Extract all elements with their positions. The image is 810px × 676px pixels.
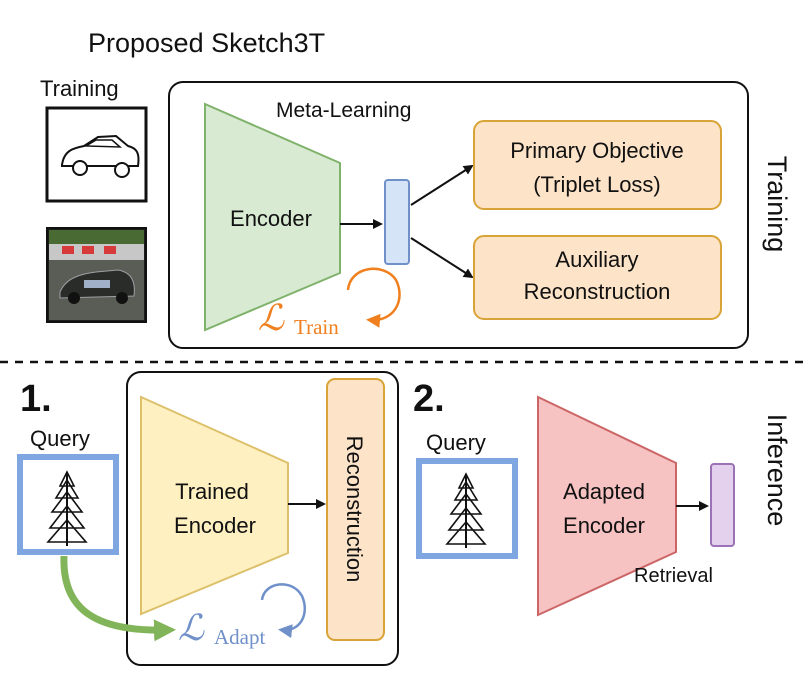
loss-train-loop-arrow — [346, 267, 401, 328]
auxiliary-reconstruction-box — [473, 235, 722, 320]
retrieval-label: Retrieval — [634, 565, 713, 587]
meta-learning-box — [168, 81, 749, 349]
photo-car-image — [46, 227, 147, 323]
query-1-tree-image — [17, 454, 119, 555]
encoder-label: Encoder — [230, 206, 312, 231]
reconstruction-label: Reconstruction — [342, 436, 367, 583]
diagram-title: Proposed Sketch3T — [88, 28, 325, 58]
loss-adapt-subscript: Adapt — [214, 625, 265, 649]
training-section-label: Training — [762, 156, 792, 253]
primary-objective-box — [473, 120, 722, 210]
adapted-encoder-line2: Encoder — [563, 513, 645, 538]
adaptation-box — [126, 371, 399, 666]
arrow-to-auxiliary — [410, 237, 474, 279]
trained-encoder-block — [140, 395, 289, 616]
meta-learning-title: Meta-Learning — [276, 99, 411, 122]
loss-adapt-loop-arrow — [260, 583, 307, 639]
trained-encoder-line2: Encoder — [174, 513, 256, 538]
query-1-label: Query — [30, 426, 90, 451]
sketch-car-image — [45, 106, 148, 203]
primary-objective-line2: (Triplet Loss) — [533, 172, 661, 197]
query-to-adapt-arrow — [60, 555, 176, 642]
training-input-label: Training — [40, 76, 119, 101]
arrow-to-primary — [410, 164, 474, 206]
reconstruction-box — [326, 378, 385, 641]
adapted-encoder-line1: Adapted — [563, 479, 645, 504]
query-2-label: Query — [426, 430, 486, 455]
trained-encoder-line1: Trained — [175, 479, 249, 504]
auxiliary-line2: Reconstruction — [524, 279, 671, 304]
adapted-encoder-block — [537, 395, 677, 617]
step-1-number: 1. — [20, 378, 52, 420]
query-2-tree-image — [416, 458, 518, 559]
inference-section-label: Inference — [762, 414, 792, 527]
primary-objective-line1: Primary Objective — [510, 138, 684, 163]
retrieval-vector — [710, 463, 735, 547]
loss-adapt-symbol: ℒ — [178, 608, 205, 648]
auxiliary-line1: Auxiliary — [555, 247, 638, 272]
feature-vector — [384, 179, 410, 265]
encoder-block — [204, 102, 341, 332]
loss-train-symbol: ℒ — [258, 298, 285, 338]
loss-train-subscript: Train — [294, 315, 339, 339]
step-2-number: 2. — [413, 378, 445, 420]
